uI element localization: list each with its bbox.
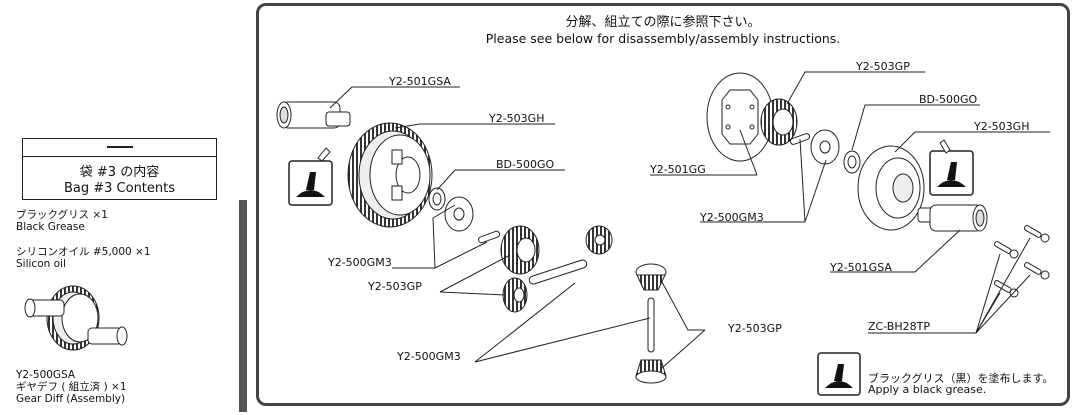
bevel-gear-small-left bbox=[585, 225, 613, 255]
o-ring-gasket-left bbox=[428, 187, 474, 232]
bevel-gear-right bbox=[760, 98, 798, 146]
content-item-oil: シリコンオイル #5,000 ×1 Silicon oil bbox=[16, 246, 151, 270]
bag-title-jp: 袋 #3 の内容 bbox=[79, 165, 160, 180]
gear-diff-jp: ギヤデフ ( 組立済 ) ×1 bbox=[16, 381, 127, 393]
label-y2-500gm3-right: Y2-500GM3 bbox=[700, 211, 764, 224]
screws-zc-bh28tp bbox=[993, 225, 1050, 298]
center-gear-bottom bbox=[635, 359, 667, 384]
instruction-panel bbox=[256, 3, 1070, 406]
bevel-gear-large-left bbox=[500, 225, 540, 275]
oil-en: Silicon oil bbox=[16, 258, 66, 270]
note-jp: ブラックグリス（黒）を塗布します。 bbox=[868, 372, 1054, 385]
outdrive-right bbox=[917, 204, 988, 232]
bag-title-en: Bag #3 Contents bbox=[63, 181, 176, 196]
oil-jp: シリコンオイル #5,000 ×1 bbox=[16, 246, 151, 258]
content-item-grease: ブラックグリス ×1 Black Grease bbox=[16, 209, 108, 233]
label-y2-503gp-right-lower: Y2-503GP bbox=[728, 322, 782, 335]
cross-pin-left bbox=[477, 230, 501, 244]
label-y2-503gp-right-top: Y2-503GP bbox=[856, 60, 910, 73]
label-bd-500go-left: BD-500GO bbox=[496, 158, 555, 171]
label-y2-503gh-left: Y2-503GH bbox=[489, 112, 545, 125]
label-y2-501gsa-left: Y2-501GSA bbox=[389, 75, 451, 88]
gear-shaft-diagonal bbox=[528, 259, 588, 285]
grease-marker-right bbox=[929, 139, 974, 196]
label-y2-503gp-left: Y2-503GP bbox=[368, 280, 422, 293]
center-gear-top bbox=[635, 263, 667, 291]
bag-box-header bbox=[23, 139, 216, 157]
label-y2-500gm3-left: Y2-500GM3 bbox=[328, 256, 392, 269]
label-y2-501gg: Y2-501GG bbox=[650, 163, 706, 176]
bag-contents-box: 袋 #3 の内容 Bag #3 Contents bbox=[22, 138, 217, 200]
label-y2-503gh-right: Y2-503GH bbox=[974, 120, 1030, 133]
gear-diff-code: Y2-500GSA bbox=[16, 369, 76, 381]
o-ring-gasket-right bbox=[810, 129, 861, 174]
header-title-jp: 分解、組立ての際に参照下さい。 bbox=[565, 15, 761, 30]
bevel-gear-flat-left bbox=[502, 277, 528, 313]
grease-marker-note bbox=[817, 352, 861, 396]
grease-en: Black Grease bbox=[16, 221, 85, 233]
leader-lines bbox=[329, 71, 1050, 369]
label-bd-500go-right: BD-500GO bbox=[919, 93, 978, 106]
label-zc-bh28tp: ZC-BH28TP bbox=[868, 320, 930, 333]
diff-case-right bbox=[857, 145, 925, 231]
label-y2-500gm3-bottom: Y2-500GM3 bbox=[397, 350, 461, 363]
gear-diff-en: Gear Diff (Assembly) bbox=[16, 393, 126, 405]
outdrive-left bbox=[276, 101, 351, 129]
gasket-plate-right bbox=[706, 72, 774, 162]
dash-mark bbox=[107, 146, 133, 148]
gear-diff-thumbnail bbox=[24, 285, 128, 351]
header-title-en: Please see below for disassembly/assembl… bbox=[485, 31, 841, 46]
content-item-gear-diff: Y2-500GSA ギヤデフ ( 組立済 ) ×1 Gear Diff (Ass… bbox=[16, 369, 127, 405]
grease-jp: ブラックグリス ×1 bbox=[16, 209, 108, 221]
label-y2-501gsa-right: Y2-501GSA bbox=[830, 261, 892, 274]
ring-gear-housing-left bbox=[347, 122, 433, 228]
divider-bar bbox=[239, 200, 247, 412]
center-shaft bbox=[647, 297, 655, 353]
grease-marker-left bbox=[288, 147, 333, 206]
note-en: Apply a black grease. bbox=[868, 383, 987, 396]
